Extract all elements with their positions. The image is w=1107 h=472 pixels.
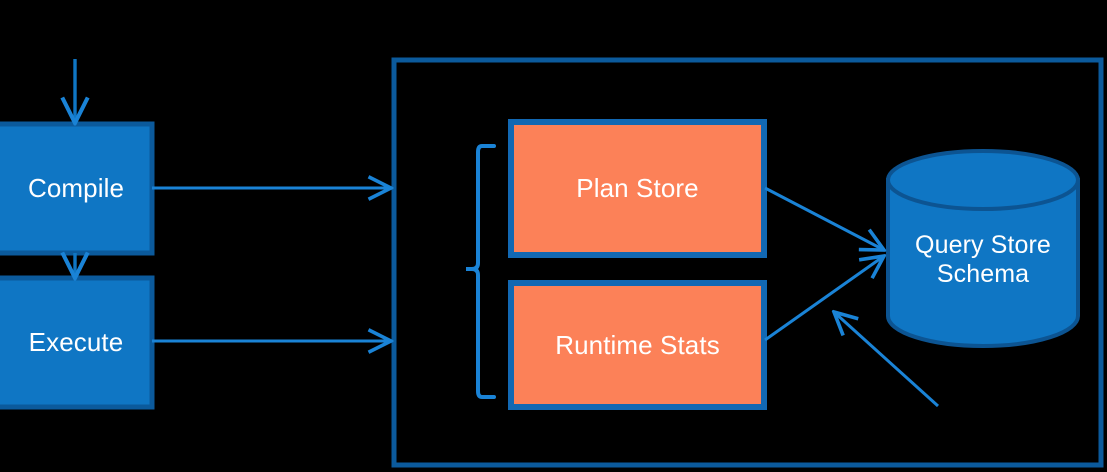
runtime-stats-box[interactable] xyxy=(508,280,767,410)
compile-box[interactable] xyxy=(0,121,155,256)
query-store-schema-cylinder[interactable] xyxy=(886,149,1080,348)
query-store-container xyxy=(391,57,1104,468)
execute-box[interactable] xyxy=(0,275,155,410)
runtime-stats-to-schema-arrow xyxy=(764,256,884,342)
plan-store-to-schema-arrow xyxy=(764,186,884,250)
external-to-schema-arrow xyxy=(834,312,940,408)
grouping-brace xyxy=(466,144,496,399)
plan-store-box[interactable] xyxy=(508,119,767,258)
